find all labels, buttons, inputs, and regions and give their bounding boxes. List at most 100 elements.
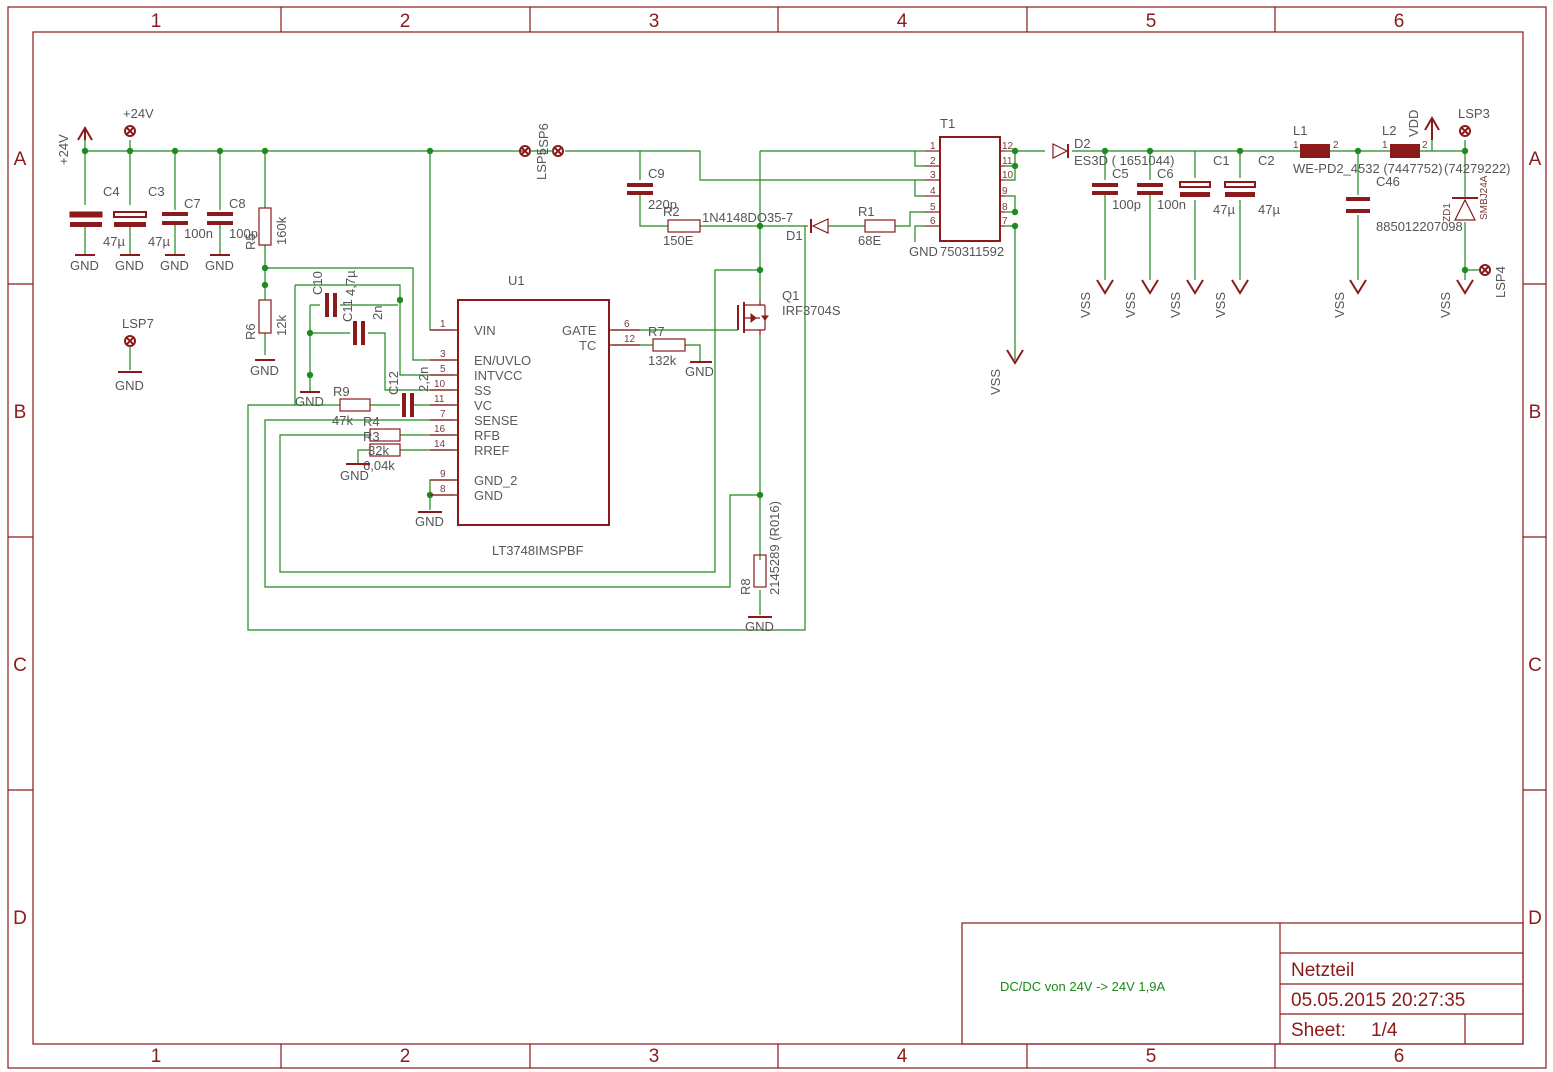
capacitor-c1: C1 47µ (1179, 153, 1256, 217)
svg-text:LSP4: LSP4 (1493, 266, 1508, 298)
supply-24v-flag: +24V (56, 126, 93, 165)
svg-text:47µ: 47µ (103, 234, 125, 249)
svg-text:C4: C4 (103, 184, 120, 199)
svg-text:2n: 2n (370, 306, 385, 320)
svg-text:R8: R8 (738, 578, 753, 595)
test-point-lsp3[interactable]: LSP3 (1458, 106, 1490, 137)
row-label: C (13, 655, 27, 676)
capacitor-electrolytic-left: GND (69, 211, 103, 273)
svg-text:160k: 160k (274, 216, 289, 245)
diode-d2: D2 ES3D ( 1651044) (1052, 136, 1174, 168)
drawing-frame (7, 6, 1547, 1069)
svg-text:U1: U1 (508, 273, 525, 288)
inductor-l1: 1 2 L1 WE-PD2_4532 (7447752) (1293, 123, 1443, 176)
svg-text:100n: 100n (1157, 197, 1186, 212)
resistor-r1: R1 68E (858, 204, 896, 248)
vss-symbols: VSS VSS VSS VSS VSS VSS VSS (988, 279, 1474, 395)
svg-text:885012207098: 885012207098 (1376, 219, 1463, 234)
svg-text:C3: C3 (148, 184, 165, 199)
resistor-r5: R5 160k (243, 207, 289, 250)
svg-text:RFB: RFB (474, 428, 500, 443)
test-point-lsp5-lsp6[interactable]: LSP5 LSP6 (519, 123, 564, 180)
resistor-r2: R2 150E (663, 204, 701, 248)
gnd-label: GND (340, 468, 369, 483)
gnd-label: GND (205, 258, 234, 273)
svg-text:LSP6: LSP6 (536, 123, 551, 155)
svg-text:6,04k: 6,04k (363, 458, 395, 473)
col-label: 5 (1146, 1046, 1157, 1067)
junctions (81, 147, 1469, 499)
svg-text:SMBJ24A: SMBJ24A (1479, 175, 1490, 220)
svg-text:EN/UVLO: EN/UVLO (474, 353, 531, 368)
svg-text:R3: R3 (363, 429, 380, 444)
svg-text:47µ: 47µ (148, 234, 170, 249)
gnd-label: GND (295, 394, 324, 409)
title-block-sheet-label: Sheet: (1291, 1020, 1346, 1041)
svg-text:VSS: VSS (1078, 292, 1093, 318)
row-label: D (1528, 908, 1542, 929)
svg-text:1: 1 (1382, 140, 1388, 151)
col-label: 2 (400, 1046, 411, 1067)
row-label: C (1528, 655, 1542, 676)
svg-text:2: 2 (1422, 140, 1428, 151)
svg-text:SS: SS (474, 383, 492, 398)
svg-text:47µ: 47µ (1258, 202, 1280, 217)
title-block-sheet-value: 1/4 (1371, 1020, 1398, 1041)
resistor-r3: R4 R3 (363, 414, 401, 444)
col-label: 1 (151, 11, 162, 32)
svg-text:GND: GND (474, 488, 503, 503)
title-block-date: 05.05.2015 20:27:35 (1291, 990, 1465, 1011)
capacitor-c6: C6 100n (1137, 166, 1186, 212)
svg-text:11: 11 (1002, 156, 1013, 167)
svg-text:R1: R1 (858, 204, 875, 219)
svg-text:1: 1 (930, 141, 936, 152)
zener-zd1: ZD1 SMBJ24A 885012207098 (1376, 175, 1490, 234)
svg-text:R5: R5 (243, 233, 258, 250)
svg-text:8: 8 (1002, 202, 1008, 213)
gnd-label: GND (250, 363, 279, 378)
resistor-r9: R9 47k (332, 384, 371, 428)
svg-text:2145289 (R016): 2145289 (R016) (767, 501, 782, 595)
col-label: 4 (897, 11, 908, 32)
svg-text:GATE: GATE (562, 323, 597, 338)
transformer-t1: 1 2 3 4 5 6 12 11 10 9 8 7 T1 750311592 … (909, 116, 1014, 259)
svg-text:750311592: 750311592 (940, 244, 1004, 259)
test-point-24v[interactable]: +24V (123, 106, 154, 137)
resistor-r7: R7 132k GND (648, 324, 714, 379)
svg-text:220p: 220p (648, 197, 677, 212)
capacitor-c11: C11 2n (340, 299, 385, 345)
svg-text:5: 5 (930, 202, 936, 213)
svg-text:7: 7 (1002, 216, 1008, 227)
gnd-label: GND (909, 244, 938, 259)
svg-text:32k: 32k (368, 443, 389, 458)
gnd-label: GND (745, 619, 774, 634)
svg-text:+24V: +24V (123, 106, 154, 121)
capacitor-c10: C10 4,7µ (310, 270, 358, 317)
svg-text:100n: 100n (184, 226, 213, 241)
svg-text:8: 8 (440, 484, 446, 495)
svg-text:4,7µ: 4,7µ (343, 270, 358, 296)
svg-text:ZD1: ZD1 (1442, 203, 1453, 222)
svg-text:C12: C12 (386, 371, 401, 395)
capacitor-c2: C2 47µ (1258, 153, 1280, 217)
gnd-label: GND (685, 364, 714, 379)
test-point-lsp7[interactable]: LSP7 GND (115, 316, 154, 393)
test-point-lsp4[interactable]: LSP4 (1479, 264, 1508, 298)
svg-text:R7: R7 (648, 324, 665, 339)
svg-text:T1: T1 (940, 116, 955, 131)
frame-row-labels-left: A B C D (13, 149, 27, 929)
col-label: 5 (1146, 11, 1157, 32)
frame-column-labels-top: 1 2 3 4 5 6 (151, 11, 1405, 32)
svg-text:100p: 100p (1112, 197, 1141, 212)
svg-text:L2: L2 (1382, 123, 1396, 138)
svg-text:C9: C9 (648, 166, 665, 181)
title-block: Netzteil 05.05.2015 20:27:35 Sheet: 1/4 … (961, 922, 1524, 1045)
svg-text:R9: R9 (333, 384, 350, 399)
svg-text:2: 2 (930, 156, 936, 167)
row-label: A (1529, 149, 1542, 170)
svg-text:R4: R4 (363, 414, 380, 429)
svg-text:C8: C8 (229, 196, 246, 211)
svg-text:SENSE: SENSE (474, 413, 518, 428)
svg-text:VDD: VDD (1406, 110, 1421, 137)
col-label: 6 (1394, 11, 1405, 32)
